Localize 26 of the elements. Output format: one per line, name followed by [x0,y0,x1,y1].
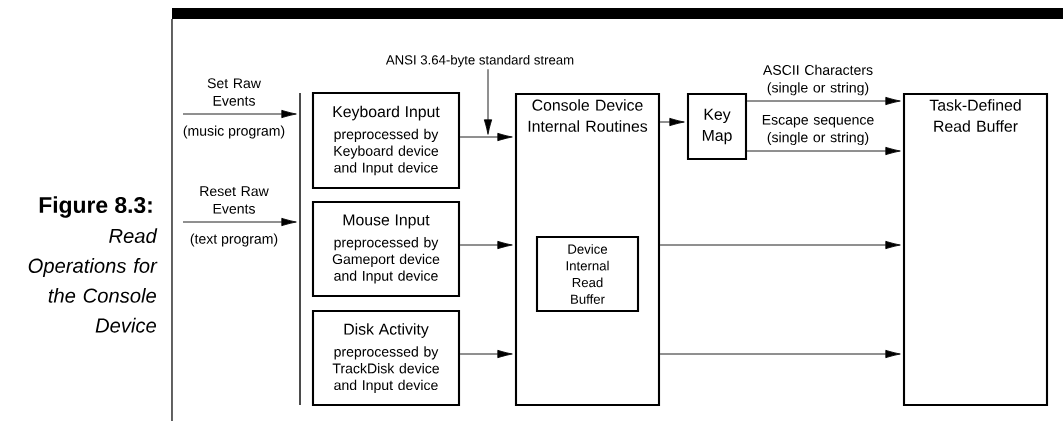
note-text: (text program) [190,233,278,247]
edge-label: Reset Raw Events [192,184,276,216]
arrow [746,146,901,156]
edge-label: Set Raw Events [201,76,267,108]
process-box: Mouse Input preprocessed by Gameport device and Input device [311,200,461,298]
figure-title: Figure 8.3: [39,196,152,218]
buffer-box: Device Internal Read Buffer [535,235,640,313]
arrow [659,349,901,359]
arrow [182,109,297,119]
arrow [746,96,901,106]
note-text: (music program) [183,125,285,139]
arrow [182,217,297,227]
process-box: Keyboard Input preprocessed by Keyboard device and Input device [311,91,461,190]
arrow [459,240,513,250]
annotation-text: ANSI 3.64-byte standard stream [385,54,574,68]
edge-label: ASCII Characters (single or string) [751,62,885,98]
arrow [659,117,685,127]
edge-label: Escape sequence (single or string) [751,113,885,147]
arrow [459,132,513,142]
figure-caption: Read Operations for the Console Device [28,228,158,333]
arrow [659,240,901,250]
process-box: Key Map [686,92,748,161]
arrow [459,349,513,359]
arrow [483,68,493,135]
process-box: Disk Activity preprocessed by TrackDisk device and Input device [311,309,461,407]
process-box: Task-Defined Read Buffer [902,92,1049,407]
